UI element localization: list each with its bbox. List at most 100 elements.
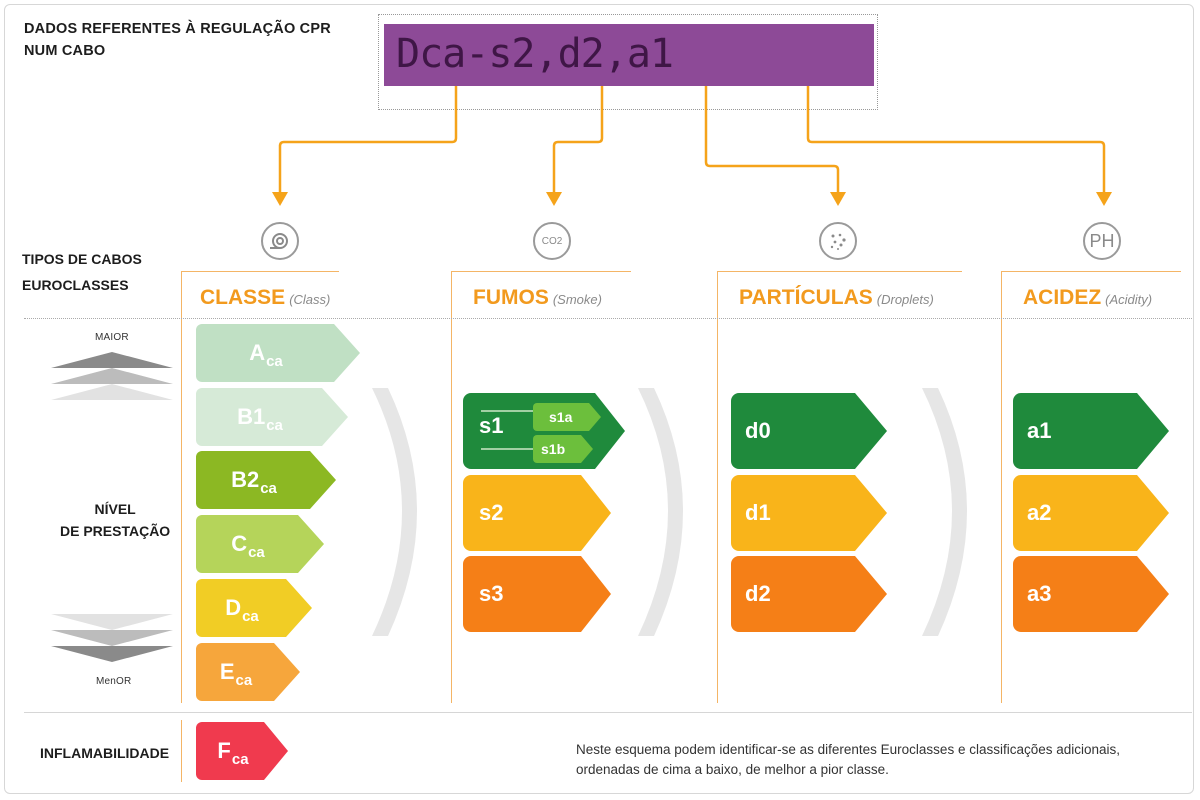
- s1a-label: s1a: [549, 409, 573, 425]
- nivel-prestacao-label: NÍVEL DE PRESTAÇÃO: [60, 498, 170, 542]
- droplet-badge-d0: d0: [731, 393, 887, 469]
- smoke-badge-s2: s2: [463, 475, 611, 551]
- class-badge-f-label: F: [217, 738, 231, 763]
- fumos-column-top: [451, 271, 631, 272]
- smoke-badge-s3: s3: [463, 556, 611, 632]
- fumos-subtitle: (Smoke): [552, 292, 602, 307]
- bracket-particulas-acidez: [922, 388, 967, 636]
- acidity-badge-a2: a2: [1013, 475, 1169, 551]
- acidez-heading: ACIDEZ(Acidity): [1023, 286, 1152, 310]
- class-badge-d-sub: ca: [242, 607, 259, 625]
- inflamabilidade-label: INFLAMABILIDADE: [40, 745, 170, 761]
- lower-performance-chevrons: [51, 614, 173, 662]
- class-badge-e-label: E: [219, 659, 235, 684]
- diagram-frame: [4, 4, 1194, 794]
- acidity-badge-a1: a1: [1013, 393, 1169, 469]
- acidity-badge-a2-label: a2: [1027, 500, 1052, 525]
- header-separator: [24, 318, 1192, 319]
- title-line-1: DADOS REFERENTES À REGULAÇÃO CPR: [24, 21, 331, 37]
- class-badge-b1-label: B1: [237, 404, 266, 429]
- class-badge-c-label: C: [231, 531, 248, 556]
- arrow-to-particulas: [704, 86, 840, 196]
- class-badge-f-sub: ca: [231, 750, 249, 768]
- nivel-line-1: NÍVEL: [94, 501, 136, 517]
- inflamabilidade-column-line: [181, 720, 182, 782]
- acidez-title: ACIDEZ: [1023, 286, 1102, 309]
- fumos-heading: FUMOS(Smoke): [473, 286, 602, 310]
- diagram-title: DADOS REFERENTES À REGULAÇÃO CPR NUM CAB…: [24, 18, 384, 62]
- particulas-heading: PARTÍCULAS(Droplets): [739, 286, 934, 310]
- tipos-label: TIPOS DE CABOS EUROCLASSES: [22, 246, 142, 298]
- class-badge-d-label: D: [225, 595, 242, 620]
- ph-icon: PH: [1083, 222, 1121, 260]
- class-badge-c-sub: ca: [248, 543, 265, 561]
- smoke-sub-badge-s1b: s1b: [533, 435, 593, 463]
- droplet-badge-d0-label: d0: [745, 418, 771, 443]
- droplet-badge-d1: d1: [731, 475, 887, 551]
- cable-label-frame: [378, 14, 878, 110]
- classe-subtitle: (Class): [289, 292, 331, 307]
- acidity-badge-a1-label: a1: [1027, 418, 1052, 443]
- tipos-line-1: TIPOS DE CABOS: [22, 251, 142, 267]
- bracket-fumos-particulas: [638, 388, 683, 636]
- maior-label: MAIOR: [95, 332, 129, 343]
- co2-icon-text: CO2: [541, 235, 563, 247]
- nivel-line-2: DE PRESTAÇÃO: [60, 523, 171, 539]
- menor-label: MenOR: [96, 676, 132, 687]
- s1-sub-connectors: [463, 393, 631, 469]
- fumos-column-line: [451, 271, 452, 703]
- droplets-particles-icon: [819, 222, 857, 260]
- particulas-title: PARTÍCULAS: [739, 286, 873, 309]
- smoke-badge-s3-label: s3: [479, 581, 504, 606]
- acidez-subtitle: (Acidity): [1105, 292, 1153, 307]
- s1b-label: s1b: [541, 441, 566, 457]
- class-badge-b1-sub: ca: [266, 416, 283, 434]
- particulas-column-line: [717, 271, 718, 703]
- bracket-classe-fumos: [372, 388, 417, 636]
- acidez-column-line: [1001, 271, 1002, 703]
- footnote: Neste esquema podem identificar-se as di…: [576, 742, 1121, 777]
- droplet-badge-d2: d2: [731, 556, 887, 632]
- arrow-to-fumos: [552, 86, 604, 196]
- tipos-line-2: EUROCLASSES: [22, 277, 129, 293]
- smoke-badge-s1-label: s1: [479, 413, 504, 438]
- class-badge-b2-sub: ca: [260, 479, 277, 497]
- classe-heading: CLASSE(Class): [200, 286, 330, 310]
- fumos-title: FUMOS: [473, 286, 549, 309]
- classe-title: CLASSE: [200, 286, 286, 309]
- classe-column-top: [181, 271, 339, 272]
- droplet-badge-d2-label: d2: [745, 581, 771, 606]
- class-badge-e-sub: ca: [235, 671, 253, 689]
- smoke-sub-badge-s1a: s1a: [533, 403, 601, 431]
- co2-smoke-icon: CO2: [533, 222, 571, 260]
- particulas-column-top: [717, 271, 962, 272]
- arrow-to-acidez: [806, 86, 1106, 196]
- ph-icon-text: PH: [1089, 230, 1115, 251]
- classe-column-line: [181, 271, 182, 703]
- class-badge-b2-label: B2: [231, 467, 260, 492]
- acidity-badge-a3-label: a3: [1027, 581, 1052, 606]
- particulas-subtitle: (Droplets): [876, 292, 934, 307]
- acidity-badge-a3: a3: [1013, 556, 1169, 632]
- title-line-2: NUM CABO: [24, 43, 106, 59]
- class-badge-a-label: A: [249, 340, 266, 365]
- cable-marking-text: Dca-s2,d2,a1: [396, 31, 674, 77]
- cable-marking-photo: [384, 24, 874, 86]
- class-badge-a-sub: ca: [266, 352, 283, 370]
- higher-performance-chevrons: [51, 352, 173, 400]
- cable-coil-icon: [261, 222, 299, 260]
- acidez-column-top: [1001, 271, 1181, 272]
- smoke-badge-s1: s1 s1a s1b: [463, 393, 625, 469]
- footer-separator: [24, 712, 1192, 713]
- arrow-to-classe: [278, 86, 458, 196]
- smoke-badge-s2-label: s2: [479, 500, 504, 525]
